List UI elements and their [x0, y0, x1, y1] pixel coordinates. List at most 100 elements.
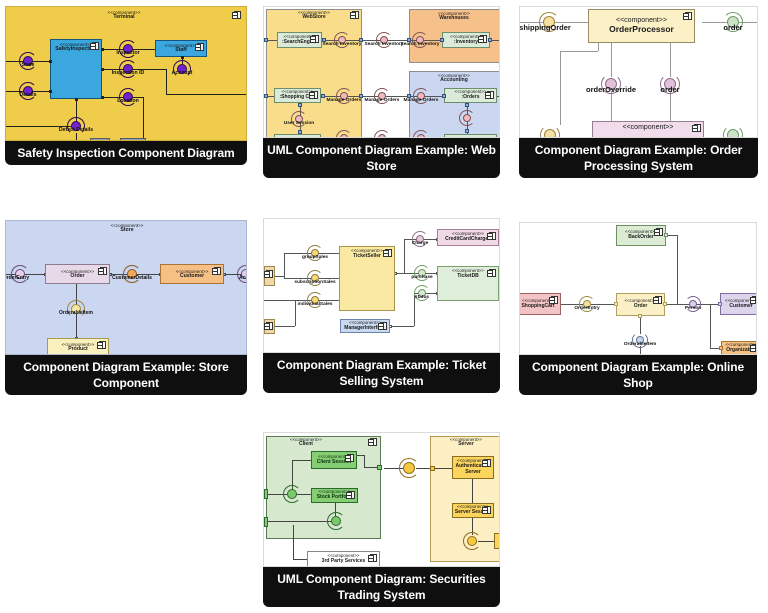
interface-ball: Account: [172, 60, 192, 78]
component-icon: [311, 137, 318, 138]
component-icon: [195, 43, 204, 51]
component-label: <<component>>Client: [290, 437, 322, 448]
interface-ball: [459, 110, 475, 126]
port-square: [614, 302, 618, 306]
port-square: [664, 233, 668, 237]
component-box: <<component>>TicketSeller: [339, 246, 395, 311]
connector-line: [275, 326, 295, 327]
diagram-thumbnail: <<component>>Client<<component>>Server<<…: [263, 432, 500, 567]
connector-line: [292, 460, 311, 461]
diagram-card-store-component[interactable]: <<component>>Store<<component>>Order<<co…: [5, 220, 247, 395]
diagram-card-online-shop[interactable]: <<component>>BackOrder<<component>>Shopp…: [519, 222, 757, 395]
diagram-region: [120, 138, 146, 140]
interface-ball: Search Inventory: [323, 32, 361, 48]
connector-line: [560, 51, 561, 125]
component-box: <<component>>CreditCardCharges: [437, 229, 499, 246]
connector-line: [364, 455, 365, 467]
interface-label: OrderEntry: [5, 275, 30, 281]
port-square: [440, 38, 444, 42]
component-box: <<component>>:Customers: [444, 134, 497, 137]
port-square: [48, 89, 52, 93]
ball-icon: [295, 115, 303, 123]
port-square: [442, 94, 446, 98]
connector-line: [710, 348, 721, 349]
interface-label: shippingOrder: [519, 23, 571, 32]
ball-icon: [380, 36, 388, 44]
socket-arc-icon: [414, 285, 430, 301]
connector-line: [390, 326, 414, 327]
interface-ball: Location: [117, 88, 139, 106]
connector-line: [670, 43, 671, 77]
connector-line: [357, 455, 364, 456]
component-box: <<component>>Order: [616, 293, 665, 316]
ball-icon: [71, 121, 81, 131]
component-box: <<component>>Client Session: [311, 451, 357, 469]
component-box: <<component>>Stock Portfolio: [311, 488, 358, 503]
socket-arc-icon: [399, 458, 419, 478]
component-box: <<component>>:Orders: [444, 88, 497, 103]
component-box: <<component>>:SearchEngine: [277, 32, 322, 48]
diagram-card-ticket-selling[interactable]: <<component>>TicketSeller <<component>>Cr…: [263, 218, 500, 393]
interface-ball: CustomerDetails: [112, 265, 152, 283]
interface-label: Account: [239, 275, 246, 281]
component-icon: [692, 124, 701, 132]
interface-ball: OrderEntry: [6, 265, 29, 283]
interface-ball: Details: [19, 82, 37, 100]
interface-label: Manage Orders: [403, 98, 439, 103]
socket-arc-icon: [334, 32, 350, 48]
ball-icon: [241, 269, 246, 279]
interface-ball: [399, 458, 419, 478]
diagram-card-web-store[interactable]: <<component>>WebStore<<component>>Wareho…: [263, 6, 500, 178]
interface-ball: OrderableItem: [624, 332, 656, 348]
interface-ball: groupSales: [302, 245, 328, 261]
ball-icon: [23, 56, 33, 66]
connector-line: [666, 235, 677, 236]
ball-icon: [605, 78, 617, 90]
interface-ball: Inspection ID: [112, 60, 144, 78]
socket-arc-icon: [459, 110, 475, 126]
interface-ball: purchase: [411, 265, 433, 281]
port-square: [465, 129, 469, 133]
component-icon: [90, 42, 99, 50]
interface-ball: [413, 130, 429, 137]
ball-icon: [418, 289, 426, 297]
component-icon: [310, 35, 319, 43]
card-caption: Component Diagram Example: Ticket Sellin…: [263, 353, 500, 393]
diagram-card-safety-inspection[interactable]: <<component>>Terminal<<component>>Safety…: [5, 6, 247, 165]
port-square: [74, 97, 78, 101]
ball-icon: [71, 304, 81, 314]
connector-line: [472, 479, 473, 503]
ball-icon: [583, 300, 591, 308]
component-box: <<component>>3rd Party Services: [307, 551, 380, 566]
connector-line: [640, 346, 641, 354]
port-square: [407, 38, 411, 42]
ball-icon: [340, 134, 348, 137]
component-icon: [482, 459, 491, 467]
ball-icon: [417, 92, 425, 100]
socket-arc-icon: [374, 130, 390, 137]
interface-ball: [283, 485, 301, 503]
component-icon: [653, 296, 662, 304]
socket-arc-icon: [19, 52, 37, 70]
interface-ball: Account: [237, 265, 246, 283]
component-box: <<component>>Product: [47, 338, 109, 354]
component-box: <<component>>:Authentication: [274, 134, 321, 138]
socket-arc-icon: [119, 40, 137, 58]
socket-arc-icon: [539, 12, 559, 32]
component-icon: [750, 344, 756, 352]
interface-ball: [463, 532, 481, 550]
interface-ball: subscriptionSales: [294, 270, 336, 286]
connector-line: [435, 468, 452, 469]
port-square: [638, 314, 642, 318]
diagram-region: [90, 138, 110, 140]
component-icon: [683, 12, 692, 20]
component-icon: [346, 491, 355, 499]
interface-ball: Manage Orders: [404, 88, 438, 104]
diagram-card-securities-trading[interactable]: <<component>>Client<<component>>Server<<…: [263, 432, 500, 607]
interface-label: State: [21, 62, 35, 68]
diagram-card-order-processing[interactable]: <<component>>OrderProcessor<<component>>…: [519, 6, 758, 178]
ball-icon: [23, 86, 33, 96]
diagram-region: [264, 517, 268, 527]
connector-line: [490, 40, 499, 41]
